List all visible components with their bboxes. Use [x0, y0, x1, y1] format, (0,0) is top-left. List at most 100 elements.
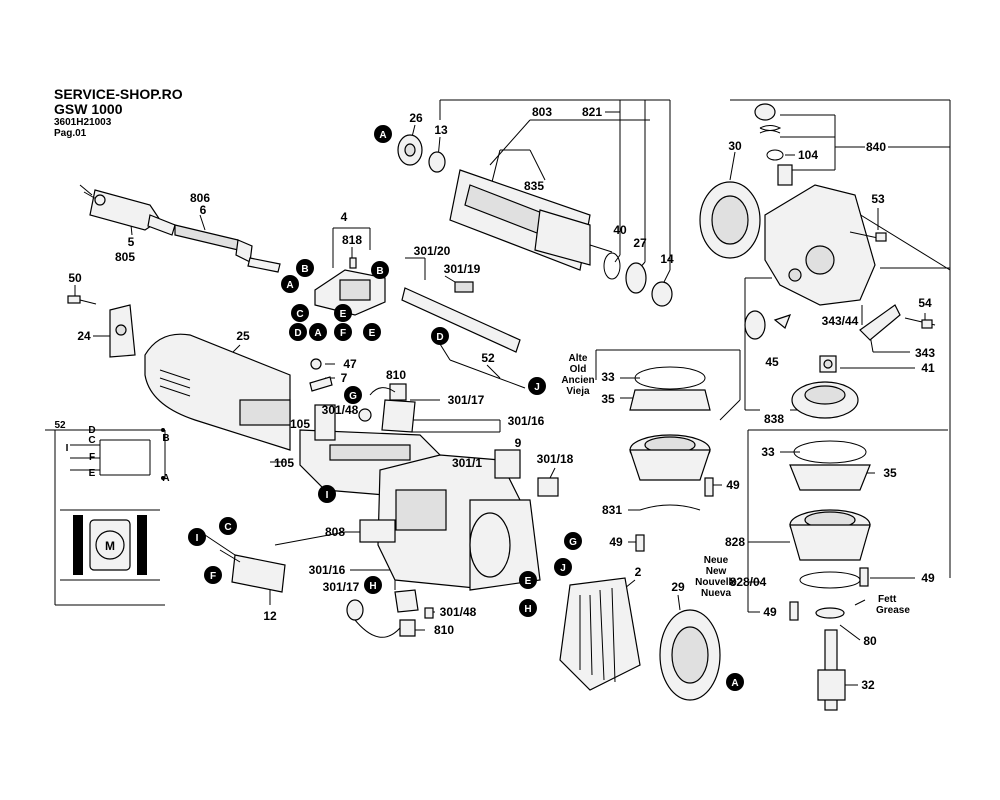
label-35-old: 35 — [601, 392, 615, 406]
svg-text:Ancien: Ancien — [561, 375, 594, 386]
label-828-04: 828/04 — [730, 575, 767, 589]
label-805: 805 — [115, 250, 135, 264]
svg-text:D: D — [88, 425, 95, 436]
label-25: 25 — [236, 329, 250, 343]
contacts-810-47 — [309, 358, 407, 401]
svg-text:F: F — [340, 328, 346, 339]
armature — [449, 169, 613, 271]
field-stator — [559, 577, 641, 691]
svg-text:I: I — [66, 443, 69, 454]
wire-52 — [449, 359, 526, 389]
svg-text:I: I — [326, 490, 329, 501]
svg-text:E: E — [525, 576, 532, 587]
spindle-lock — [859, 304, 936, 341]
label-49-new-right: 49 — [921, 571, 935, 585]
svg-text:B: B — [301, 264, 308, 275]
svg-text:E: E — [369, 328, 376, 339]
old-flange-panel — [629, 366, 714, 552]
bearing-flange-30 — [699, 181, 761, 259]
label-818: 818 — [342, 233, 362, 247]
label-828: 828 — [725, 535, 745, 549]
label-301-1: 301/1 — [452, 456, 482, 470]
svg-text:D: D — [436, 332, 443, 343]
connector-markers: A B B A C E D A F E D J G I I C F G J E … — [188, 125, 744, 691]
label-26: 26 — [409, 111, 423, 125]
variant-new-text: Neue New Nouvelle Nueva — [695, 555, 737, 599]
label-32: 32 — [861, 678, 875, 692]
svg-text:C: C — [296, 309, 303, 320]
svg-text:Nueva: Nueva — [701, 588, 731, 599]
label-54: 54 — [918, 296, 932, 310]
cover-plate-9 — [494, 449, 521, 479]
label-301-16: 301/16 — [508, 414, 545, 428]
label-105-bottom: 105 — [274, 456, 294, 470]
label-33-new: 33 — [761, 445, 775, 459]
label-24: 24 — [77, 329, 91, 343]
label-52: 52 — [481, 351, 495, 365]
svg-text:H: H — [524, 604, 531, 615]
label-14: 14 — [660, 252, 674, 266]
label-105-top: 105 — [290, 417, 310, 431]
wiring-schematic — [45, 428, 166, 606]
label-5: 5 — [128, 235, 135, 249]
label-6: 6 — [200, 203, 207, 217]
label-49-new-left: 49 — [763, 605, 777, 619]
ring-13 — [428, 151, 446, 173]
svg-text:New: New — [706, 566, 727, 577]
screw-53 — [849, 231, 887, 242]
svg-text:E: E — [89, 468, 96, 479]
label-301-17: 301/17 — [448, 393, 485, 407]
svg-text:Neue: Neue — [704, 555, 729, 566]
page-number: Pag.01 — [54, 128, 87, 139]
label-47: 47 — [343, 357, 357, 371]
svg-text:C: C — [224, 522, 231, 533]
label-835: 835 — [524, 179, 544, 193]
screw-50 — [67, 295, 97, 305]
label-301-48-lower: 301/48 — [440, 605, 477, 619]
label-40: 40 — [613, 223, 627, 237]
svg-text:F: F — [89, 452, 95, 463]
label-2: 2 — [635, 565, 642, 579]
shop-title: SERVICE-SHOP.RO — [54, 86, 183, 102]
svg-text:Nouvelle: Nouvelle — [695, 577, 737, 588]
svg-text:G: G — [349, 391, 357, 402]
label-810: 810 — [386, 368, 406, 382]
spindle-32 — [817, 629, 846, 711]
svg-text:B: B — [162, 433, 169, 444]
svg-text:Alte: Alte — [569, 353, 588, 364]
svg-text:A: A — [314, 328, 321, 339]
label-808: 808 — [325, 525, 345, 539]
label-9: 9 — [515, 436, 522, 450]
svg-text:J: J — [534, 382, 540, 393]
brush-leads — [346, 589, 434, 638]
label-803: 803 — [532, 105, 552, 119]
label-13: 13 — [434, 123, 448, 137]
bearing-41 — [819, 355, 837, 373]
svg-text:C: C — [88, 435, 95, 446]
svg-text:Vieja: Vieja — [566, 386, 590, 397]
label-49-old-right: 49 — [726, 478, 740, 492]
svg-text:D: D — [294, 328, 301, 339]
svg-text:Grease: Grease — [876, 605, 910, 616]
svg-text:H: H — [369, 581, 376, 592]
label-104: 104 — [798, 148, 818, 162]
leader-lines — [74, 99, 951, 686]
label-343-44: 343/44 — [822, 314, 859, 328]
svg-text:Fett: Fett — [878, 594, 897, 605]
svg-text:A: A — [379, 130, 386, 141]
label-7: 7 — [341, 371, 348, 385]
svg-text:Old: Old — [570, 364, 587, 375]
part-301-18 — [537, 477, 559, 497]
label-840: 840 — [866, 140, 886, 154]
label-838: 838 — [764, 412, 784, 426]
plate-808 — [359, 519, 396, 543]
label-35-new: 35 — [883, 466, 897, 480]
label-301-18: 301/18 — [537, 452, 574, 466]
svg-text:I: I — [196, 533, 199, 544]
cable-protector — [247, 257, 281, 273]
cable — [174, 224, 253, 263]
label-343: 343 — [915, 346, 935, 360]
svg-text:E: E — [340, 309, 347, 320]
